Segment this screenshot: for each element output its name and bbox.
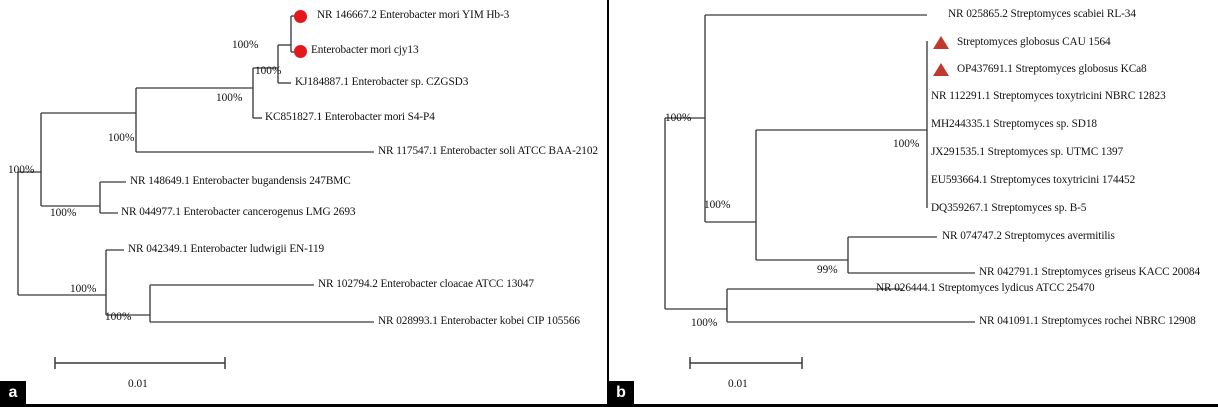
taxon-label: NR 117547.1 Enterobacter soli ATCC BAA-2… (378, 145, 598, 157)
taxon-label: NR 028993.1 Enterobacter kobei CIP 10556… (378, 315, 580, 327)
panel-a: NR 146667.2 Enterobacter mori YIM Hb-3 E… (0, 0, 608, 404)
taxon-label: NR 146667.2 Enterobacter mori YIM Hb-3 (317, 9, 510, 21)
panel-b: NR 025865.2 Streptomyces scabiei RL-34 S… (608, 0, 1218, 404)
bootstrap-label: 100% (50, 207, 77, 219)
bootstrap-label: 100% (232, 39, 259, 51)
taxon-label: NR 102794.2 Enterobacter cloacae ATCC 13… (318, 278, 534, 290)
panel-tag-a: a (0, 381, 26, 404)
panel-b-tree-lines (664, 14, 975, 369)
taxon-label: JX291535.1 Streptomyces sp. UTMC 1397 (931, 146, 1124, 158)
taxon-label: NR 112291.1 Streptomyces toxytricini NBR… (931, 90, 1166, 102)
bootstrap-label: 100% (8, 164, 35, 176)
panel-a-scale-bar (54, 357, 226, 369)
taxon-label: NR 026444.1 Streptomyces lydicus ATCC 25… (876, 282, 1095, 294)
bootstrap-label: 100% (691, 317, 718, 329)
bootstrap-label: 100% (255, 65, 282, 77)
taxon-label: DQ359267.1 Streptomyces sp. B-5 (931, 202, 1087, 214)
scale-bar-label: 0.01 (728, 378, 748, 390)
taxon-label: NR 148649.1 Enterobacter bugandensis 247… (130, 175, 351, 187)
taxon-label: MH244335.1 Streptomyces sp. SD18 (931, 118, 1097, 130)
panel-tag-b: b (608, 381, 634, 404)
taxon-label: NR 074747.2 Streptomyces avermitilis (942, 230, 1115, 242)
panel-a-tree-lines (17, 15, 374, 369)
marker-triangle-taxon-2 (933, 63, 949, 76)
taxon-label: OP437691.1 Streptomyces globosus KCa8 (957, 63, 1147, 75)
bootstrap-label: 100% (70, 283, 97, 295)
taxon-label: KC851827.1 Enterobacter mori S4-P4 (265, 111, 435, 123)
taxon-label: Enterobacter mori cjy13 (311, 44, 419, 56)
bootstrap-label: 100% (216, 92, 243, 104)
taxon-label: NR 044977.1 Enterobacter cancerogenus LM… (121, 206, 356, 218)
taxon-label: NR 025865.2 Streptomyces scabiei RL-34 (948, 8, 1136, 20)
bootstrap-label: 100% (105, 311, 132, 323)
taxon-label: NR 042791.1 Streptomyces griseus KACC 20… (979, 266, 1201, 278)
bootstrap-label: 100% (108, 132, 135, 144)
bootstrap-label: 100% (665, 112, 692, 124)
taxon-label: KJ184887.1 Enterobacter sp. CZGSD3 (295, 76, 469, 88)
scale-bar-label: 0.01 (128, 378, 148, 390)
taxon-label: NR 042349.1 Enterobacter ludwigii EN-119 (128, 243, 325, 255)
bootstrap-label: 99% (817, 264, 838, 276)
panel-b-scale-bar (689, 357, 803, 369)
marker-circle-taxon-1 (294, 45, 307, 58)
bootstrap-label: 100% (893, 138, 920, 150)
taxon-label: NR 041091.1 Streptomyces rochei NBRC 129… (979, 315, 1196, 327)
taxon-label: EU593664.1 Streptomyces toxytricini 1744… (931, 174, 1136, 186)
marker-circle-taxon-0 (294, 10, 307, 23)
bootstrap-label: 100% (704, 199, 731, 211)
panel-divider (607, 0, 609, 404)
taxon-label: Streptomyces globosus CAU 1564 (957, 36, 1111, 48)
marker-triangle-taxon-1 (933, 36, 949, 49)
